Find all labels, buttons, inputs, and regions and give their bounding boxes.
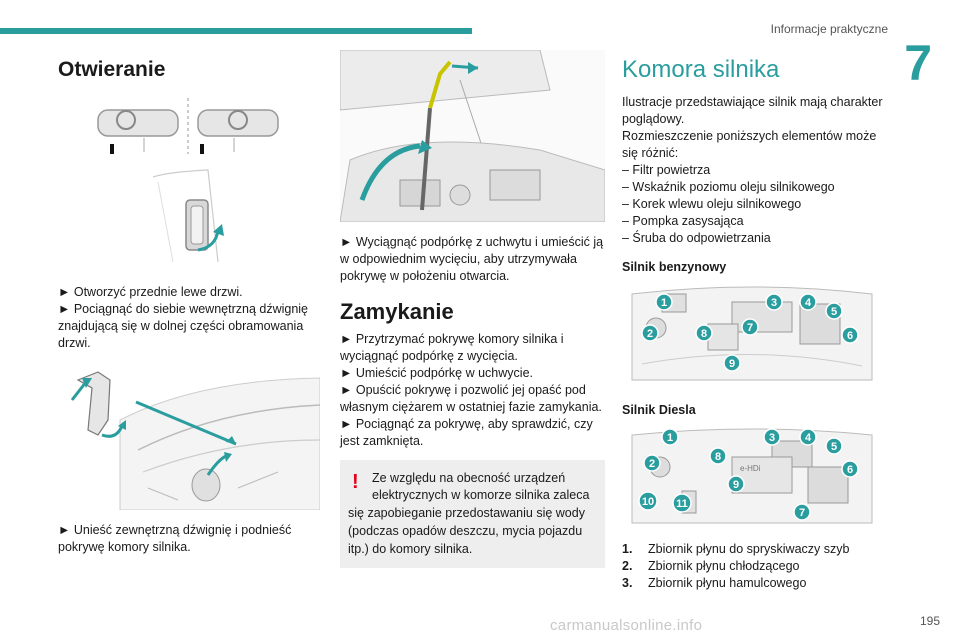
callout-label: 8	[701, 328, 707, 340]
column-engine-bay: Komora silnika Ilustracje przedstawiając…	[622, 56, 884, 592]
illustration-interior-lever	[58, 92, 320, 262]
list-item: – Wskaźnik poziomu oleju silnikowego	[622, 180, 835, 194]
step-close-lower: ► Opuścić pokrywę i pozwolić jej opaść p…	[340, 383, 602, 414]
callout-label: 5	[831, 441, 837, 453]
step-pull-lever: ► Pociągnąć do siebie wewnętrzną dźwigni…	[58, 302, 309, 350]
list-item-text: Zbiornik płynu chłodzącego	[648, 559, 800, 573]
watermark: carmanualsonline.info	[550, 617, 703, 634]
callout-label: 11	[676, 498, 688, 510]
callout-label: 9	[729, 358, 735, 370]
intro-illustration-note: Ilustracje przedstawiające silnik mają c…	[622, 95, 883, 126]
list-item: – Śruba do odpowietrzania	[622, 231, 771, 245]
warning-text-rest: się zapobieganie przedostawaniu się wody…	[348, 506, 585, 556]
list-item: – Pompka zasysająca	[622, 214, 744, 228]
callout-label: 1	[661, 297, 667, 309]
callout-label: 6	[847, 330, 853, 342]
callout-label: 2	[647, 328, 653, 340]
callout-label: 4	[805, 432, 812, 444]
step-open-door: ► Otworzyć przednie lewe drzwi.	[58, 285, 243, 299]
list-item-text: Zbiornik płynu hamulcowego	[648, 576, 807, 590]
illustration-exterior-lever	[58, 360, 320, 510]
illustration-hood-prop	[340, 50, 605, 222]
step-lift-hood: ► Unieść zewnętrzną dźwignię i podnieść …	[58, 523, 292, 554]
list-item-number: 3.	[622, 576, 633, 590]
callout-label: 8	[715, 451, 721, 463]
callout-label: 3	[771, 297, 777, 309]
callout-label: 1	[667, 432, 673, 444]
list-item: – Korek wlewu oleju silnikowego	[622, 197, 802, 211]
callout-label: 7	[799, 507, 805, 519]
heading-engine-bay: Komora silnika	[622, 56, 780, 83]
list-item-text: Zbiornik płynu do spryskiwaczy szyb	[648, 542, 850, 556]
heading-diesel-engine: Silnik Diesla	[622, 403, 696, 417]
component-list: – Filtr powietrza – Wskaźnik poziomu ole…	[622, 162, 884, 247]
callout-label: 10	[642, 496, 654, 508]
heading-closing: Zamykanie	[340, 299, 454, 324]
warning-icon: !	[352, 471, 359, 493]
callout-label: 3	[769, 432, 775, 444]
engine-badge-text: e-HDi	[740, 464, 761, 473]
list-item-number: 2.	[622, 559, 633, 573]
warning-text-first: Ze względu na obecność urządzeń elektryc…	[372, 471, 590, 502]
heading-opening: Otwieranie	[58, 58, 166, 81]
illustration-diesel-engine: e-HDi 1 2 3 4 5 6 7 8 9 10 11	[622, 427, 884, 527]
warning-box: ! Ze względu na obecność urządzeń elektr…	[340, 460, 605, 568]
column-opening: Otwieranie ► Otworzyć przednie lewe drzw…	[58, 52, 320, 556]
callout-label: 5	[831, 306, 837, 318]
chapter-number: 7	[904, 35, 932, 91]
step-close-check: ► Pociągnąć za pokrywę, aby sprawdzić, c…	[340, 417, 593, 448]
column-prop-closing: ► Wyciągnąć podpórkę z uchwytu i umieści…	[340, 50, 605, 568]
callout-label: 7	[747, 322, 753, 334]
callout-label: 9	[733, 479, 739, 491]
list-item: 3. Zbiornik płynu hamulcowego	[622, 575, 884, 592]
callout-label: 2	[649, 458, 655, 470]
callout-label: 4	[805, 297, 812, 309]
step-close-stow: ► Umieścić podpórkę w uchwycie.	[340, 366, 533, 380]
page-number: 195	[919, 614, 940, 628]
numbered-parts-list: 1. Zbiornik płynu do spryskiwaczy szyb 2…	[622, 541, 884, 592]
intro-arrangement-note: Rozmieszczenie poniższych elementów może…	[622, 129, 877, 160]
step-close-hold: ► Przytrzymać pokrywę komory silnika i w…	[340, 332, 564, 363]
illustration-petrol-engine: 1 2 3 4 5 6 7 8 9	[622, 284, 884, 384]
step-prop-insert: ► Wyciągnąć podpórkę z uchwytu i umieści…	[340, 235, 604, 283]
header-accent-bar	[0, 28, 472, 34]
list-item: – Filtr powietrza	[622, 163, 711, 177]
callout-label: 6	[847, 464, 853, 476]
heading-petrol-engine: Silnik benzynowy	[622, 260, 727, 274]
section-title: Informacje praktyczne	[770, 22, 888, 36]
list-item: 2. Zbiornik płynu chłodzącego	[622, 558, 884, 575]
list-item-number: 1.	[622, 542, 633, 556]
list-item: 1. Zbiornik płynu do spryskiwaczy szyb	[622, 541, 884, 558]
